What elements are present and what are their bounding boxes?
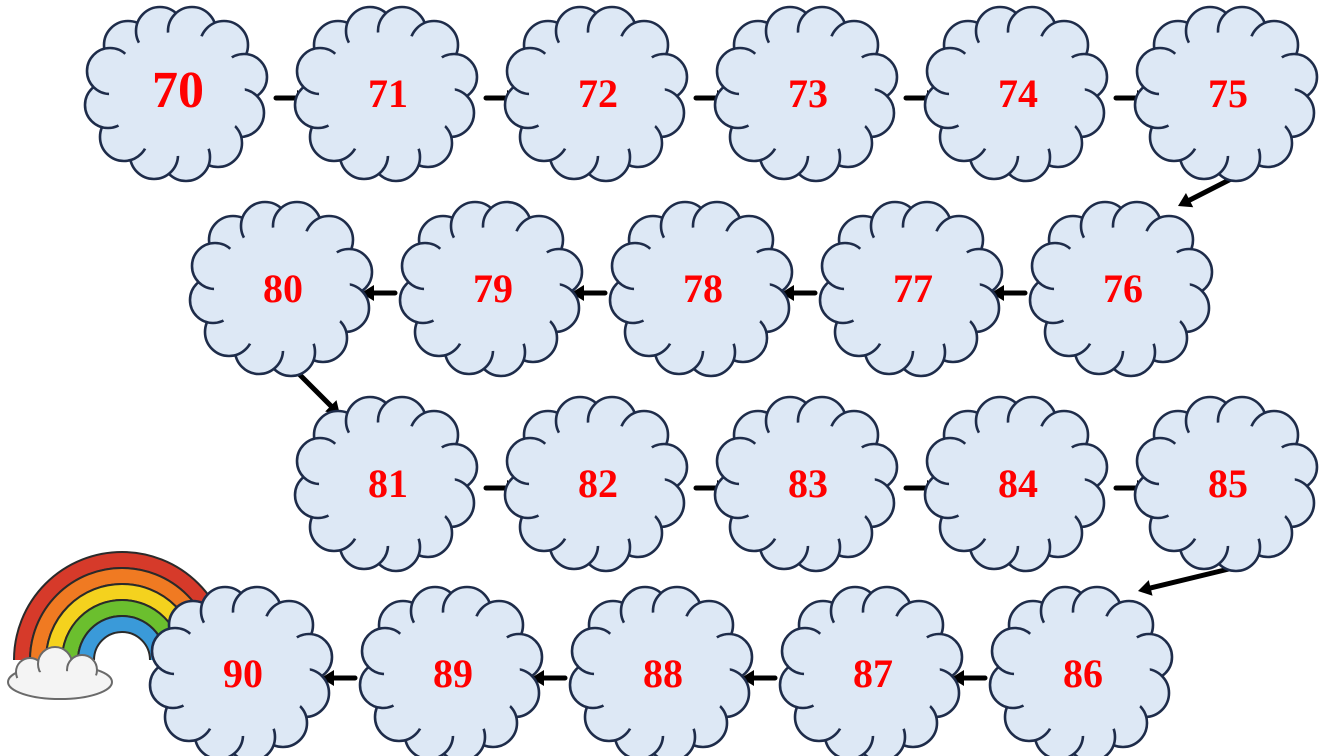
cloud-number-label: 90 (223, 651, 263, 696)
number-cloud: 83 (715, 397, 897, 571)
number-cloud: 86 (990, 587, 1172, 756)
cloud-number-label: 87 (853, 651, 893, 696)
cloud-number-label: 80 (263, 266, 303, 311)
arrow-icon (1178, 178, 1233, 207)
cloud-number-label: 73 (788, 71, 828, 116)
cloud-number-label: 79 (473, 266, 513, 311)
cloud-number-label: 84 (998, 461, 1038, 506)
rainbow-band (86, 624, 158, 660)
clouds-layer: 70 71 72 73 74 75 76 77 78 79 80 81 82 83 84 85 86 87 88 89… (85, 7, 1317, 756)
number-cloud: 70 (85, 7, 267, 181)
number-cloud: 72 (505, 7, 687, 181)
arrow-icon (1138, 568, 1233, 596)
number-cloud: 71 (295, 7, 477, 181)
cloud-number-label: 70 (152, 62, 204, 119)
arrow-icon (298, 373, 340, 415)
cloud-number-label: 72 (578, 71, 618, 116)
number-cloud: 85 (1135, 397, 1317, 571)
number-cloud: 75 (1135, 7, 1317, 181)
cloud-number-label: 75 (1208, 71, 1248, 116)
cloud-number-label: 82 (578, 461, 618, 506)
cloud-number-label: 78 (683, 266, 723, 311)
number-cloud: 88 (570, 587, 752, 756)
number-cloud: 82 (505, 397, 687, 571)
number-cloud: 89 (360, 587, 542, 756)
cloud-number-label: 85 (1208, 461, 1248, 506)
cloud-number-label: 83 (788, 461, 828, 506)
number-cloud: 90 (150, 587, 332, 756)
cloud-number-label: 71 (368, 71, 408, 116)
number-cloud: 81 (295, 397, 477, 571)
cloud-number-label: 77 (893, 266, 933, 311)
cloud-number-label: 86 (1063, 651, 1103, 696)
number-cloud: 80 (190, 202, 372, 376)
cloud-number-label: 76 (1103, 266, 1143, 311)
number-cloud: 77 (820, 202, 1002, 376)
number-cloud: 73 (715, 7, 897, 181)
cloud-number-label: 89 (433, 651, 473, 696)
number-cloud: 84 (925, 397, 1107, 571)
cloud-number-label: 74 (998, 71, 1038, 116)
cloud-number-label: 81 (368, 461, 408, 506)
number-cloud: 87 (780, 587, 962, 756)
number-cloud: 78 (610, 202, 792, 376)
number-cloud: 74 (925, 7, 1107, 181)
cloud-number-label: 88 (643, 651, 683, 696)
number-cloud: 79 (400, 202, 582, 376)
number-cloud: 76 (1030, 202, 1212, 376)
